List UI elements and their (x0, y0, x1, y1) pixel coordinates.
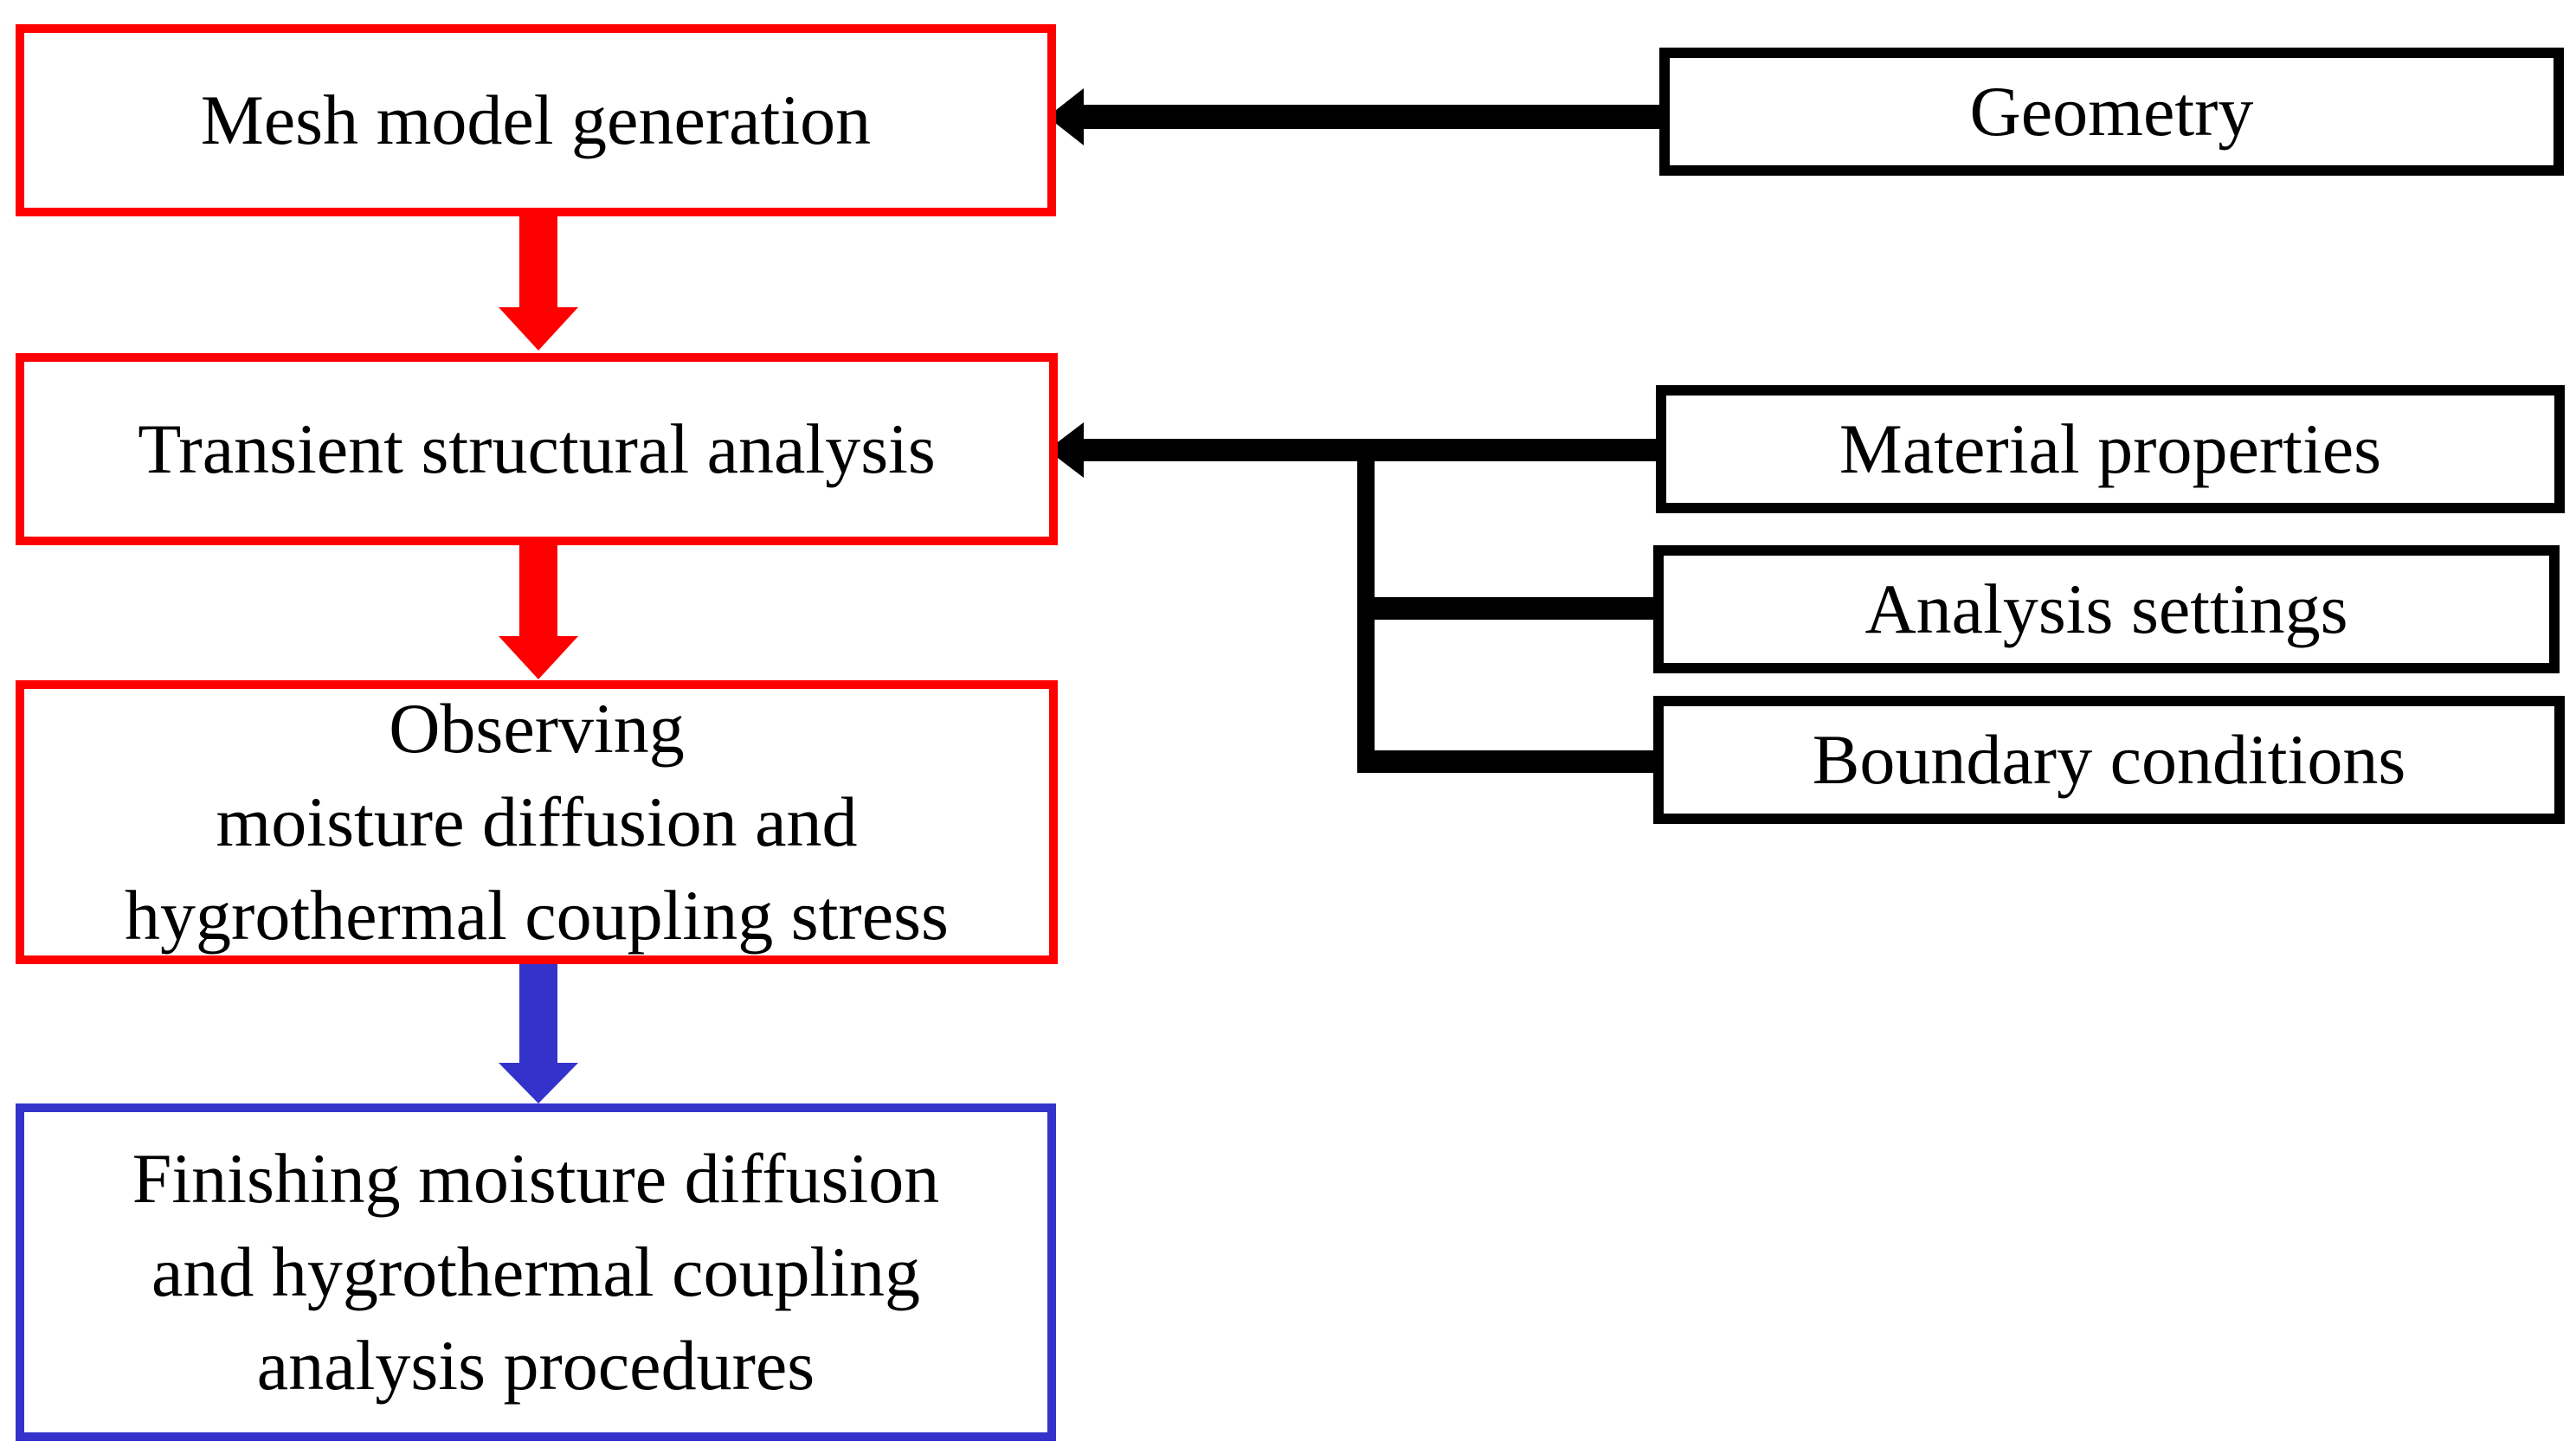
input-boundary-conditions: Boundary conditions (1653, 696, 2565, 824)
arrow-transient-to-observe-shaft (519, 545, 557, 640)
arrow-observe-to-finish-head (499, 1063, 578, 1103)
input-geometry: Geometry (1659, 48, 2564, 176)
arrow-observe-to-finish-shaft (519, 964, 557, 1068)
step-mesh-model-generation: Mesh model generation (16, 24, 1056, 216)
input-label: Material properties (1839, 409, 2382, 488)
input-label: Boundary conditions (1812, 719, 2406, 799)
step-transient-structural-analysis: Transient structural analysis (16, 353, 1058, 545)
arrow-transient-to-observe-head (499, 636, 578, 679)
step-label: Mesh model generation (200, 80, 872, 159)
input-analysis-settings: Analysis settings (1653, 545, 2560, 673)
input-label: Analysis settings (1864, 569, 2348, 648)
geometry-arrowhead (1047, 88, 1084, 145)
step-label: Observing moisture diffusion and hygroth… (125, 688, 949, 955)
input-label: Geometry (1969, 71, 2254, 151)
transient-arrowhead (1047, 422, 1084, 478)
step-label: Transient structural analysis (138, 409, 936, 488)
step-observing: Observing moisture diffusion and hygroth… (16, 680, 1058, 964)
arrow-mesh-to-transient-shaft (519, 216, 557, 312)
step-finishing: Finishing moisture diffusion and hygroth… (16, 1103, 1056, 1441)
arrow-mesh-to-transient-head (499, 307, 578, 351)
step-label: Finishing moisture diffusion and hygroth… (132, 1138, 940, 1406)
input-material-properties: Material properties (1656, 385, 2565, 513)
